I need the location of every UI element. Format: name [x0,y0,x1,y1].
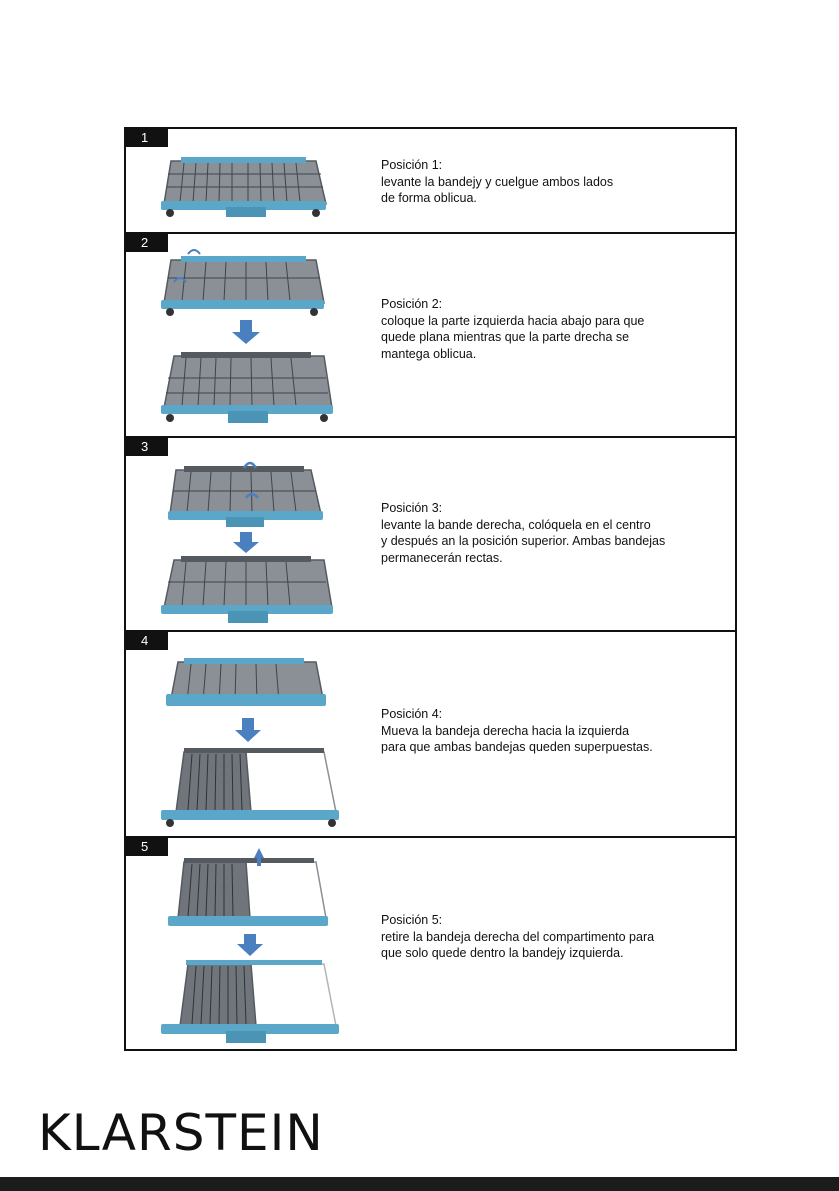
step-line: coloque la parte izquierda hacia abajo p… [381,313,721,330]
brand-logo: KLARSTEIN [38,1104,324,1162]
step-2: 2 [126,232,735,436]
step-title: Posición 2: [381,296,721,313]
step-5: 5 Posición [126,836,735,1049]
step-line: mantega oblicua. [381,346,721,363]
step-1: 1 Posición 1: levante la bandejy y cuelg… [126,129,735,232]
step-line: de forma oblicua. [381,190,721,207]
step-line: levante la bandejy y cuelgue ambos lados [381,174,721,191]
step-line: levante la bande derecha, colóquela en e… [381,517,721,534]
step-line: Mueva la bandeja derecha hacia la izquie… [381,723,721,740]
step-number: 3 [126,438,168,456]
step-title: Posición 3: [381,500,721,517]
rack-illustration [156,149,336,224]
step-line: que solo quede dentro la bandejy izquier… [381,945,721,962]
step-line: para que ambas bandejas queden superpues… [381,739,721,756]
step-text: Posición 4: Mueva la bandeja derecha hac… [381,706,721,756]
step-number: 1 [126,129,168,147]
step-title: Posición 5: [381,912,721,929]
rack-illustration [156,846,346,1046]
footer-bar [0,1177,839,1191]
step-line: permanecerán rectas. [381,550,721,567]
step-text: Posición 2: coloque la parte izquierda h… [381,296,721,362]
step-4: 4 Posición 4: Mueva [126,630,735,836]
step-3: 3 [126,436,735,630]
rack-illustration [156,652,346,832]
step-text: Posición 5: retire la bandeja derecha de… [381,912,721,962]
step-line: quede plana mientras que la parte drecha… [381,329,721,346]
instructions-frame: 1 Posición 1: levante la bandejy y cuelg… [124,127,737,1051]
step-line: retire la bandeja derecha del compartime… [381,929,721,946]
step-line: y después an la posición superior. Ambas… [381,533,721,550]
step-title: Posición 1: [381,157,721,174]
step-number: 4 [126,632,168,650]
step-text: Posición 1: levante la bandejy y cuelgue… [381,157,721,207]
step-text: Posición 3: levante la bande derecha, co… [381,500,721,566]
rack-illustration [156,248,341,428]
step-title: Posición 4: [381,706,721,723]
rack-illustration [156,456,341,626]
